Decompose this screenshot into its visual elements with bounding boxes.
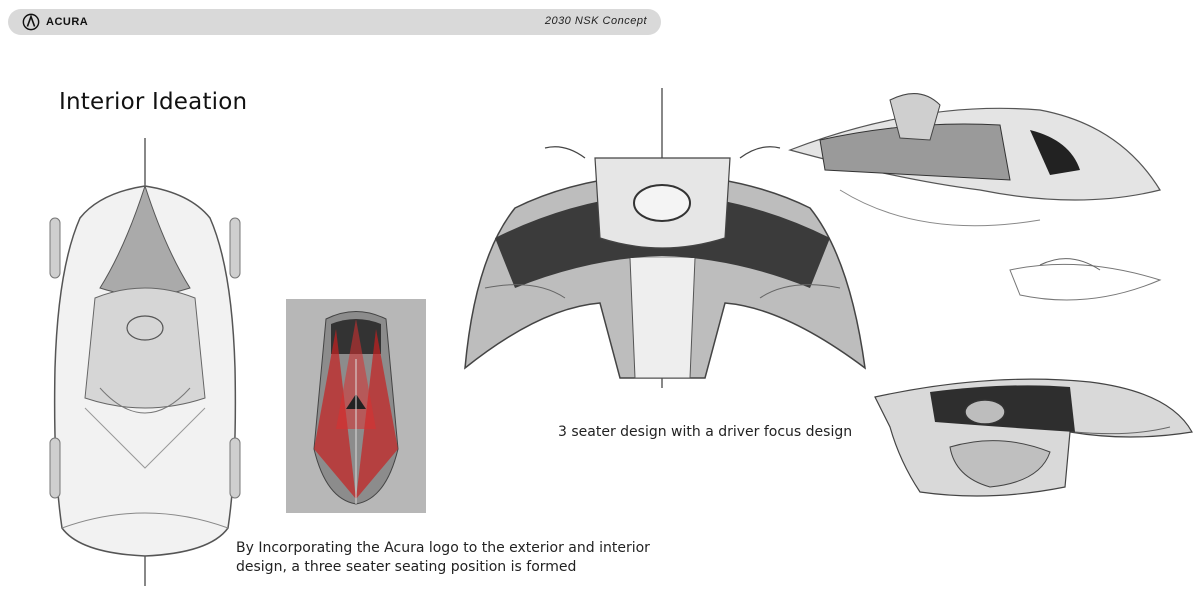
- seating-layout-panel: [286, 299, 426, 513]
- brand-name: ACURA: [46, 16, 89, 28]
- interior-perspective-sketch-top: [788, 93, 1162, 301]
- cockpit-front-sketch: [464, 88, 866, 388]
- brand-logo: ACURA: [22, 13, 88, 31]
- seating-layout-sketch: [313, 311, 399, 505]
- page-title: Interior Ideation: [59, 89, 248, 115]
- header-bar: ACURA 2030 NSK Concept: [8, 9, 661, 35]
- concept-name: 2030 NSK Concept: [544, 15, 647, 27]
- interior-perspective-sketch-bottom: [874, 378, 1193, 497]
- caption-driver-focus: 3 seater design with a driver focus desi…: [558, 424, 853, 440]
- car-top-view-sketch: [49, 138, 241, 586]
- caption-acura-logo-seating: By Incorporating the Acura logo to the e…: [236, 540, 650, 575]
- acura-logo-icon: [22, 13, 40, 31]
